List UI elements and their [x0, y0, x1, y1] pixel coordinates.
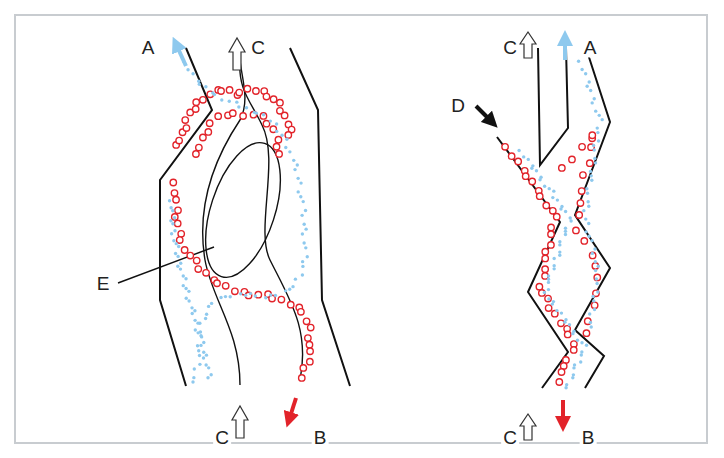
flow-label: C — [249, 37, 267, 58]
particle-dots — [168, 60, 604, 390]
flow-label: A — [582, 37, 599, 58]
flow-label: C — [501, 427, 519, 448]
flow-lines — [118, 60, 303, 385]
callout-letter: E — [95, 273, 112, 294]
flow-label: D — [449, 95, 467, 116]
flow-label: B — [580, 427, 597, 448]
flow-arrows — [176, 32, 565, 440]
flow-label: C — [501, 37, 519, 58]
flow-label: B — [312, 427, 329, 448]
figure-frame — [14, 14, 708, 444]
channel-walls — [160, 48, 610, 388]
flow-label: C — [213, 427, 231, 448]
leader-line — [118, 247, 214, 283]
flow-label: A — [140, 37, 157, 58]
